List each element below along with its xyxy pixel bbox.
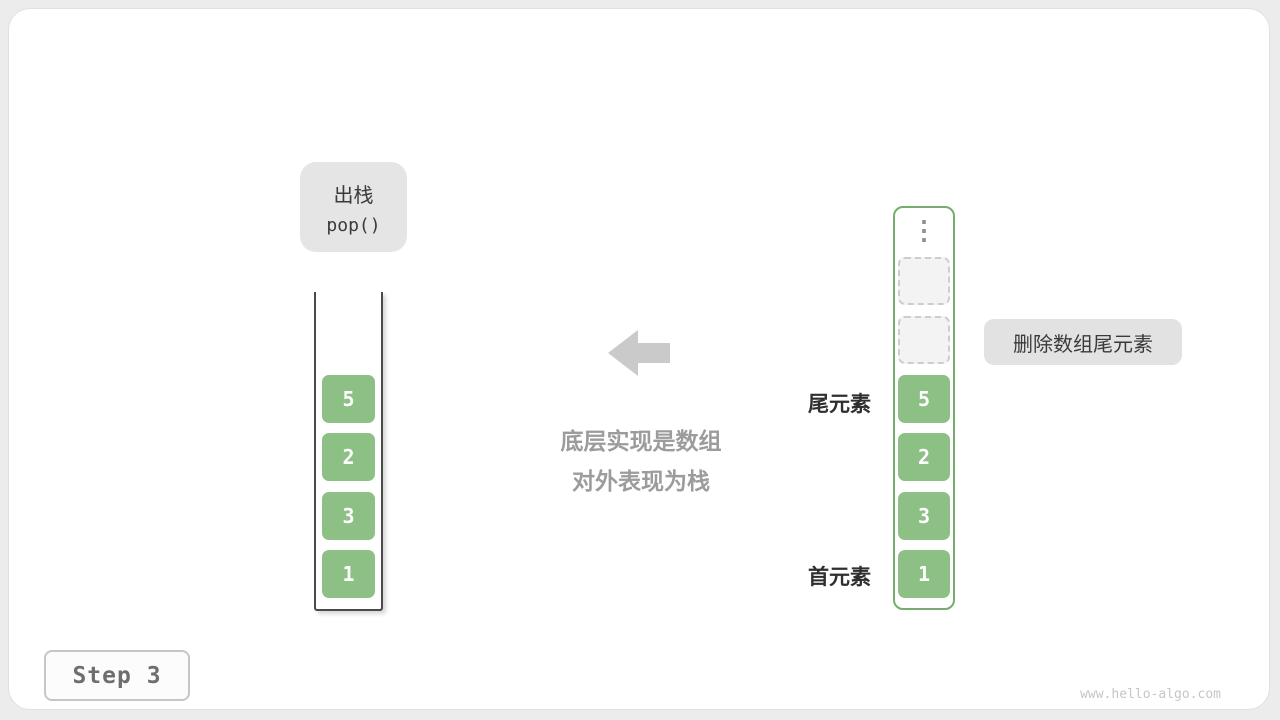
array-cell-2: 3	[898, 492, 950, 540]
caption-line-1: 底层实现是数组	[560, 428, 722, 454]
head-element-label: 首元素	[808, 566, 871, 589]
stack-cell-3: 1	[322, 550, 375, 598]
stack-cell-0: 5	[322, 375, 375, 423]
step-indicator: Step 3	[44, 650, 190, 701]
stack-cell-1: 2	[322, 433, 375, 481]
pop-label-title: 出栈	[333, 184, 374, 207]
watermark: www.hello-algo.com	[1080, 687, 1221, 702]
stack-cell-2: 3	[322, 492, 375, 540]
array-cell-0: 5	[898, 375, 950, 423]
caption-line-2: 对外表现为栈	[572, 468, 710, 494]
array-cell-1: 2	[898, 433, 950, 481]
tail-element-label: 尾元素	[808, 393, 871, 416]
vertical-ellipsis-icon: ⋮	[911, 215, 937, 245]
pop-operation-label: 出栈 pop()	[300, 162, 407, 252]
caption-text: 底层实现是数组 对外表现为栈	[509, 421, 773, 501]
diagram-card: 出栈 pop() 5 2 3 1 底层实现是数组 对外表现为栈 ⋮ 5 2 3 …	[8, 8, 1270, 710]
array-cell-3: 1	[898, 550, 950, 598]
array-empty-slot-1	[898, 316, 950, 364]
array-empty-slot-0	[898, 257, 950, 305]
stack-container: 5 2 3 1	[314, 292, 383, 611]
delete-tail-annotation: 删除数组尾元素	[984, 319, 1182, 365]
array-container: ⋮ 5 2 3 1	[893, 206, 955, 610]
pop-label-code: pop()	[326, 214, 381, 236]
left-arrow-icon	[608, 326, 670, 380]
